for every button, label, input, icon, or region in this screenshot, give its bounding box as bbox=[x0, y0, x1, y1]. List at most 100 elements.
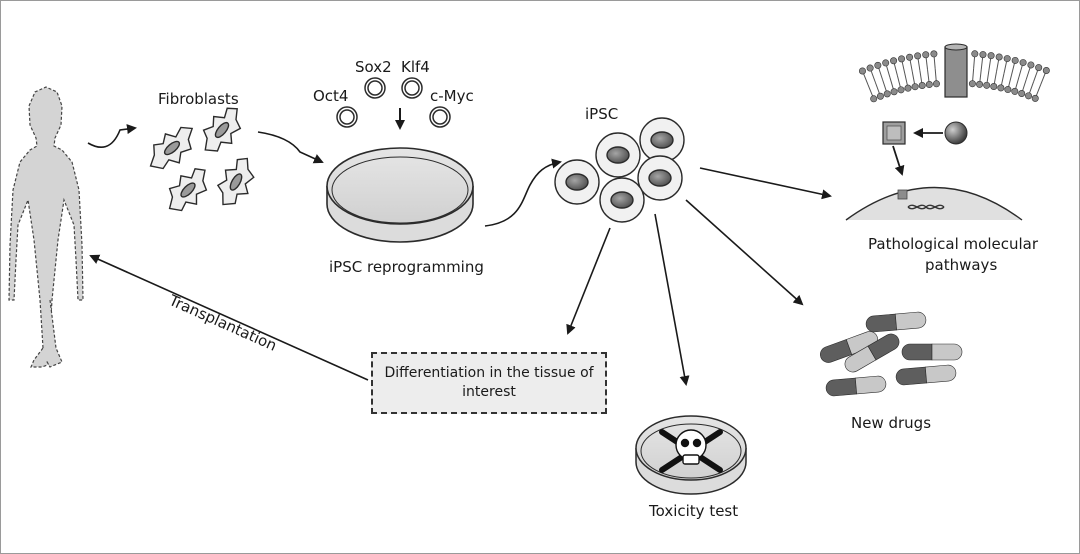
lipid-head bbox=[1031, 94, 1039, 102]
fibroblasts-label: Fibroblasts bbox=[158, 90, 239, 108]
lipid-head bbox=[876, 92, 884, 100]
lipid-tail bbox=[901, 60, 906, 74]
lipid-head bbox=[1018, 90, 1026, 98]
lipid-head bbox=[1011, 87, 1019, 95]
fibroblast-cell bbox=[216, 157, 255, 206]
capsule-icon bbox=[865, 311, 927, 333]
lipid-head bbox=[911, 83, 919, 91]
lipid-head bbox=[987, 52, 995, 60]
lipid-tail bbox=[870, 69, 876, 83]
arrow-dish-to-ipsc bbox=[484, 158, 562, 227]
differentiation-label: Differentiation in the tissue of interes… bbox=[384, 365, 594, 400]
arrow-ipsc-to-pathways bbox=[699, 167, 832, 200]
lipid-tail bbox=[889, 77, 895, 90]
lipid-tail bbox=[885, 64, 891, 78]
lipid-tail bbox=[878, 67, 884, 80]
fibroblast-cell bbox=[202, 107, 242, 152]
lipid-tail bbox=[934, 68, 937, 82]
ipsc-cell bbox=[599, 177, 645, 223]
ipsc-cell bbox=[554, 159, 600, 205]
capsule-icon bbox=[825, 375, 887, 397]
lipid-tail bbox=[1007, 74, 1013, 88]
lipid-head bbox=[882, 59, 890, 67]
lipid-tail bbox=[1028, 81, 1035, 95]
fibroblast-cell bbox=[149, 126, 194, 170]
differentiation-box: Differentiation in the tissue of interes… bbox=[371, 352, 607, 414]
lipid-tail bbox=[973, 55, 976, 69]
lipid-tail bbox=[874, 81, 881, 95]
lipid-tail bbox=[1018, 64, 1024, 78]
lipid-tail bbox=[896, 75, 902, 89]
lipid-tail bbox=[980, 56, 984, 70]
drug-capsules bbox=[820, 311, 963, 397]
lipid-tail bbox=[909, 59, 913, 73]
ipsc-cell bbox=[639, 117, 685, 163]
toxicity-test-label: Toxicity test bbox=[648, 502, 738, 520]
lipid-tail bbox=[919, 70, 923, 84]
lipid-tail bbox=[995, 58, 1000, 72]
lipid-tail bbox=[904, 73, 909, 87]
nucleus-dna bbox=[845, 186, 1023, 221]
lipid-tail bbox=[933, 55, 936, 69]
lipid-head bbox=[983, 81, 991, 89]
lipid-tail bbox=[1021, 79, 1027, 92]
arrow-human-to-fibroblasts bbox=[87, 124, 137, 149]
arrow-ipsc-to-differentiation bbox=[566, 227, 611, 335]
lipid-tail bbox=[972, 68, 975, 82]
ipsc-cell bbox=[595, 132, 641, 178]
lipid-tail bbox=[925, 56, 929, 70]
human-silhouette bbox=[8, 86, 84, 368]
lipid-tail bbox=[862, 72, 869, 86]
lipid-tail bbox=[917, 57, 921, 71]
lipid-head bbox=[897, 86, 905, 94]
lipid-tail bbox=[993, 71, 997, 85]
skull-crossbones-icon bbox=[659, 429, 723, 473]
capsule-icon bbox=[901, 343, 963, 361]
lipid-head bbox=[1003, 55, 1011, 63]
lipid-head bbox=[890, 57, 898, 65]
kinase-box-icon bbox=[882, 121, 906, 145]
lipid-head bbox=[1035, 64, 1043, 72]
cmyc-label: c-Myc bbox=[430, 87, 474, 105]
new-drugs-label: New drugs bbox=[851, 414, 931, 432]
lipid-tail bbox=[1035, 84, 1042, 97]
lipid-head bbox=[870, 95, 878, 103]
oct4-label: Oct4 bbox=[313, 87, 348, 105]
cell-membrane bbox=[858, 50, 1050, 103]
sox2-label: Sox2 bbox=[355, 58, 392, 76]
membrane-channel-icon bbox=[944, 43, 968, 98]
lipid-tail bbox=[927, 69, 930, 83]
lipid-head bbox=[858, 67, 866, 75]
reprogramming-dish bbox=[326, 147, 474, 243]
lipid-head bbox=[922, 51, 930, 59]
lipid-head bbox=[904, 84, 912, 92]
factor-rings bbox=[336, 77, 451, 128]
lipid-tail bbox=[1040, 72, 1047, 85]
lipid-head bbox=[990, 82, 998, 90]
capsule-icon bbox=[895, 364, 957, 386]
lipid-head bbox=[890, 88, 898, 96]
lipid-head bbox=[874, 61, 882, 69]
lipid-head bbox=[914, 52, 922, 60]
lipid-tail bbox=[867, 84, 874, 98]
lipid-head bbox=[1011, 56, 1019, 64]
lipid-head bbox=[997, 84, 1005, 92]
transplantation-label: Transplantation bbox=[165, 291, 279, 355]
ipsc-cell bbox=[637, 155, 683, 201]
arrow-kinase-to-nucleus bbox=[892, 145, 905, 176]
lipid-head bbox=[866, 64, 874, 72]
fibroblast-cells bbox=[149, 107, 255, 212]
arrow-fibroblasts-to-dish bbox=[257, 131, 324, 164]
reprogramming-label: iPSC reprogramming bbox=[329, 258, 484, 276]
lipid-tail bbox=[893, 62, 898, 76]
lipid-head bbox=[930, 50, 938, 58]
lipid-head bbox=[968, 80, 976, 88]
lipid-tail bbox=[1000, 73, 1005, 87]
klf4-label: Klf4 bbox=[401, 58, 430, 76]
lipid-head bbox=[1042, 67, 1050, 75]
arrow-transplantation bbox=[89, 254, 369, 381]
lipid-head bbox=[898, 55, 906, 63]
lipid-head bbox=[883, 90, 891, 98]
sox2-ring-icon bbox=[364, 77, 386, 99]
